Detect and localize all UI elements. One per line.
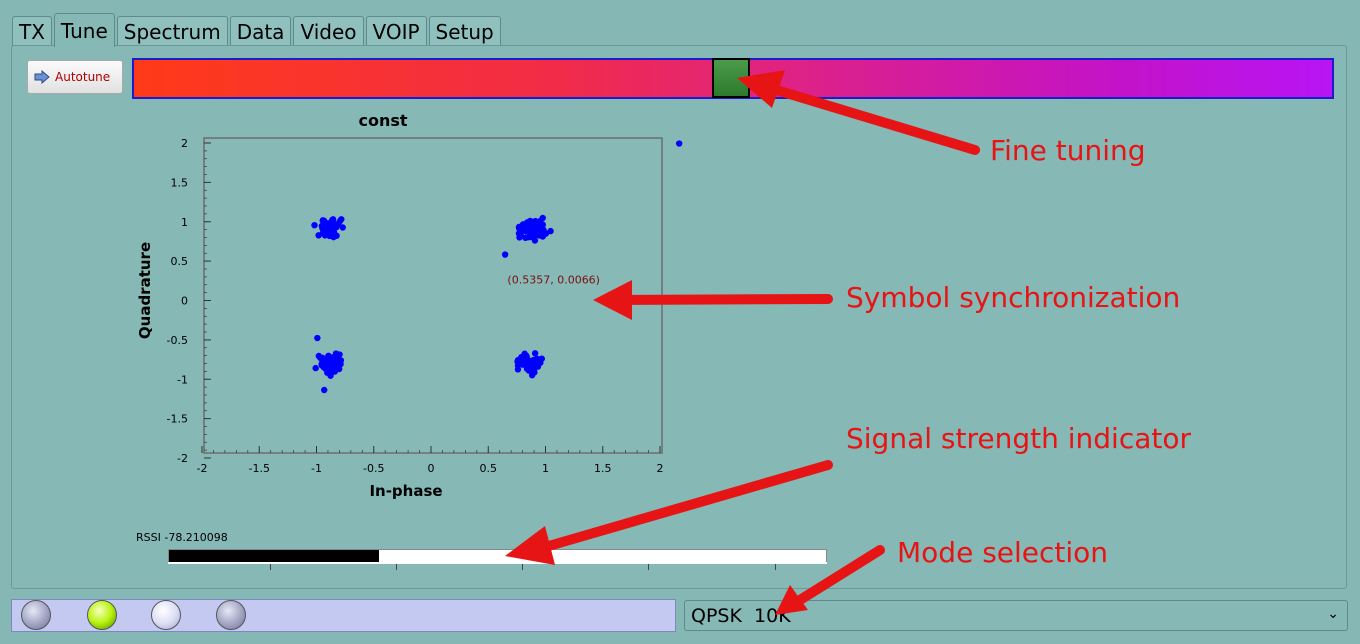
y-tick-label: -0.5: [167, 334, 188, 347]
data-point: [330, 224, 338, 232]
status-led-2: [87, 600, 117, 630]
data-point: [540, 231, 547, 239]
data-point: [539, 214, 546, 222]
mode-select-value: QPSK 10K: [691, 604, 791, 627]
data-point: [524, 219, 531, 226]
data-point: [527, 233, 534, 241]
tab-setup[interactable]: Setup: [428, 16, 501, 46]
data-point: [533, 222, 540, 230]
tab-data[interactable]: Data: [229, 16, 292, 46]
data-point: [519, 222, 526, 229]
x-tick-label: 0.5: [480, 462, 498, 475]
annotation-symbol-sync: Symbol synchronization: [846, 281, 1181, 314]
data-point: [528, 372, 536, 379]
status-led-1: [21, 600, 51, 630]
autotune-button[interactable]: Autotune: [27, 60, 123, 94]
data-point: [333, 361, 341, 369]
x-axis-label: In-phase: [369, 482, 442, 500]
x-tick-label: 0: [428, 462, 435, 475]
data-point: [514, 362, 522, 369]
data-point: [318, 360, 326, 367]
data-point: [321, 224, 329, 232]
annotation-mode-selection: Mode selection: [897, 536, 1109, 569]
tab-tune[interactable]: Tune: [53, 13, 115, 47]
y-tick-label: -2: [177, 452, 188, 465]
y-axis-label: Quadrature: [136, 242, 154, 339]
data-point: [501, 251, 509, 258]
arrow-right-icon: [34, 70, 50, 84]
rssi-label: RSSI -78.210098: [136, 531, 228, 544]
data-point: [537, 359, 544, 366]
x-tick-label: -1: [311, 462, 322, 475]
tab-bar: TX Tune Spectrum Data Video VOIP Setup: [12, 12, 503, 47]
data-point: [339, 224, 346, 231]
rssi-level-fill: [169, 550, 380, 562]
plot-area: [203, 137, 663, 454]
data-point: [326, 365, 333, 373]
annotation-signal-strength: Signal strength indicator: [846, 422, 1191, 455]
data-point: [531, 350, 539, 357]
x-tick-label: -1.5: [249, 462, 270, 475]
rssi-scale: [168, 562, 827, 570]
data-point: [314, 334, 321, 342]
data-point: [675, 140, 683, 147]
data-point: [516, 234, 523, 241]
x-tick-label: 1.5: [594, 462, 612, 475]
constellation-chart: const -2 -1.5 -1 -0.5 0 0.5 1 1.5 2 2 1.5 1 0.5 0 -0.5 -…: [136, 111, 683, 500]
mode-select[interactable]: QPSK 10K ⌄: [684, 600, 1348, 631]
y-tick-label: 1: [181, 216, 188, 229]
data-point: [321, 386, 328, 394]
data-point: [311, 222, 318, 229]
y-tick-label: -1: [177, 373, 188, 386]
tab-video[interactable]: Video: [293, 16, 364, 46]
y-tick-label: 1.5: [171, 176, 189, 189]
status-led-bar: [11, 599, 676, 632]
tab-tx[interactable]: TX: [12, 16, 52, 46]
annotation-fine-tuning: Fine tuning: [990, 134, 1146, 167]
x-tick-label: -0.5: [363, 462, 384, 475]
chart-title: const: [358, 111, 407, 130]
y-tick-label: -1.5: [167, 413, 188, 426]
rssi-meter: [168, 549, 827, 563]
status-led-3: [151, 600, 181, 630]
y-tick-label: 0.5: [171, 255, 189, 268]
y-tick-label: 0: [181, 295, 188, 308]
data-point: [526, 358, 533, 365]
status-led-4: [216, 600, 246, 630]
data-point: [323, 360, 330, 367]
data-point: [326, 232, 333, 240]
data-point: [319, 354, 326, 362]
data-point: [532, 217, 539, 225]
x-tick-label: 2: [657, 462, 664, 475]
x-tick-label: -2: [197, 462, 208, 475]
tab-spectrum[interactable]: Spectrum: [116, 16, 228, 46]
chevron-down-icon: ⌄: [1327, 606, 1339, 622]
data-point: [330, 353, 337, 361]
fine-tuning-handle[interactable]: [712, 58, 750, 98]
cursor-readout: (0.5357, 0.0066): [507, 274, 600, 287]
data-point: [547, 227, 554, 235]
data-point: [315, 232, 322, 239]
x-tick-label: 1: [542, 462, 549, 475]
y-tick-label: 2: [181, 137, 188, 150]
data-point: [312, 364, 319, 372]
autotune-label: Autotune: [55, 70, 111, 84]
tab-voip[interactable]: VOIP: [365, 16, 427, 46]
data-point: [531, 228, 538, 235]
